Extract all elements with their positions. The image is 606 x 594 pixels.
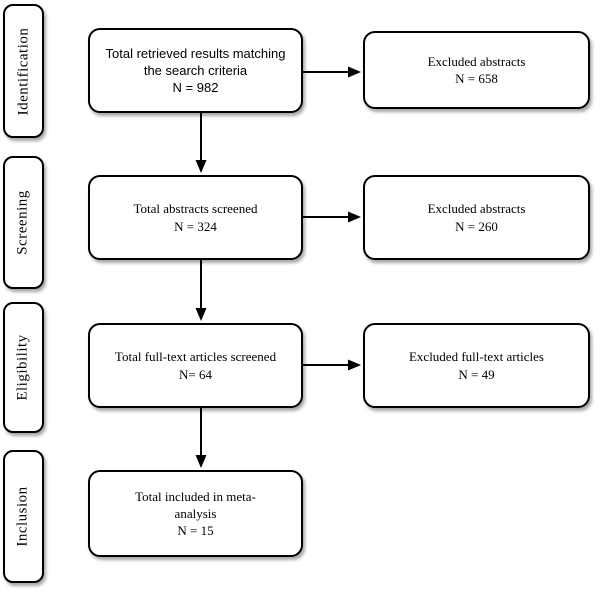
stage-label-text: Inclusion bbox=[15, 486, 32, 547]
flow-box-count: N = 15 bbox=[177, 523, 214, 539]
stage-label-inclusion: Inclusion bbox=[3, 450, 44, 583]
flow-box-text: Total retrieved results matching the sea… bbox=[105, 45, 286, 78]
flow-box-text: Excluded abstracts bbox=[427, 201, 526, 217]
stage-label-screening: Screening bbox=[3, 156, 44, 289]
flow-box-excluded-fulltext: Excluded full-text articles N = 49 bbox=[363, 323, 590, 408]
flow-box-text: Excluded full-text articles bbox=[408, 349, 544, 365]
flow-box-count: N= 64 bbox=[179, 366, 212, 382]
flow-box-fulltext-screened: Total full-text articles screened N= 64 bbox=[88, 323, 303, 408]
flow-box-abstracts-screened: Total abstracts screened N = 324 bbox=[88, 175, 303, 260]
flow-box-excluded-abstracts-2: Excluded abstracts N = 260 bbox=[363, 175, 590, 260]
flow-box-count: N = 49 bbox=[458, 366, 495, 382]
flow-box-count: N = 982 bbox=[172, 80, 219, 96]
flow-box-text: Total full-text articles screened bbox=[114, 349, 277, 365]
stage-label-text: Eligibility bbox=[15, 334, 31, 401]
flow-box-text: Total abstracts screened bbox=[133, 201, 258, 217]
flow-box-total-retrieved: Total retrieved results matching the sea… bbox=[88, 28, 303, 113]
flow-box-text: Total included in meta- analysis bbox=[135, 488, 256, 521]
flow-box-count: N = 260 bbox=[455, 218, 498, 234]
stage-label-eligibility: Eligibility bbox=[3, 302, 44, 433]
stage-label-text: Identification bbox=[15, 27, 31, 115]
flow-box-count: N = 658 bbox=[455, 71, 498, 86]
stage-label-identification: Identification bbox=[3, 4, 44, 138]
flow-box-count: N = 324 bbox=[174, 218, 217, 234]
flow-box-text: Excluded abstracts bbox=[427, 53, 526, 69]
flow-box-included-meta-analysis: Total included in meta- analysis N = 15 bbox=[88, 470, 303, 557]
stage-label-text: Screening bbox=[15, 190, 32, 255]
flow-box-excluded-abstracts-1: Excluded abstracts N = 658 bbox=[363, 31, 590, 109]
